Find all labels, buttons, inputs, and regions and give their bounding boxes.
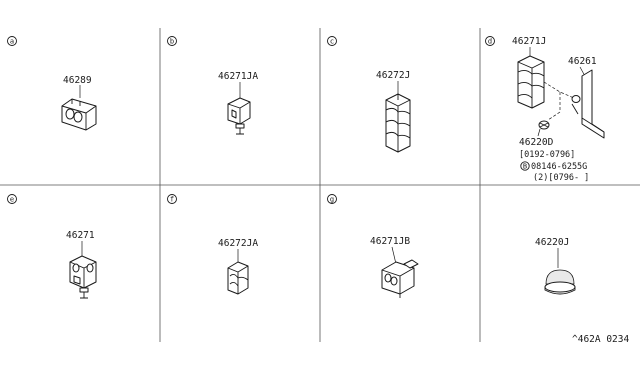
part-label-46271JB: 46271JB <box>370 236 410 247</box>
panel-d: d 46271J 46261 46220D [0192-0796] B 0814 <box>485 36 605 183</box>
part-label-46220D: 46220D <box>519 137 554 148</box>
panel-e-letter: e <box>10 196 14 204</box>
clip-46271JA-illustration <box>227 97 251 135</box>
panel-f-letter: f <box>170 196 174 204</box>
panel-a: a 46289 <box>7 36 97 131</box>
panel-d-letter: d <box>488 38 492 46</box>
qty-date-note: (2)[0796- ] <box>533 173 589 183</box>
panel-e-letter-circle <box>7 194 17 204</box>
panel-g: g 46271JB <box>327 194 419 298</box>
panel-b-letter-circle <box>167 36 177 46</box>
diagram-code: ^462A 0234 <box>572 334 629 345</box>
part-label-46271J: 46271J <box>512 36 546 47</box>
panel-d-letter-circle <box>485 36 495 46</box>
bolt-letter: B <box>523 163 527 171</box>
clip-46289-illustration <box>61 98 97 131</box>
panel-h: 46220J <box>535 237 576 295</box>
panel-e: e 46271 <box>7 194 97 299</box>
panel-a-letter: a <box>10 38 14 46</box>
panel-g-letter: g <box>330 196 334 204</box>
part-label-46289: 46289 <box>63 75 92 86</box>
clip-46271J-illustration <box>517 55 545 109</box>
part-label-46271: 46271 <box>66 230 95 241</box>
date-range-note: [0192-0796] <box>519 150 575 160</box>
panel-c: c 46272J <box>327 36 411 153</box>
panel-g-letter-circle <box>327 194 337 204</box>
leader-line <box>391 246 397 265</box>
part-label-46220J: 46220J <box>535 237 569 248</box>
panel-c-letter-circle <box>327 36 337 46</box>
clip-46271JB-illustration <box>381 259 419 298</box>
panel-b: b 46271JA <box>167 36 258 135</box>
clip-46272JA-illustration <box>227 261 249 295</box>
grommet-46220J-illustration <box>544 269 576 295</box>
panel-c-letter: c <box>330 38 334 46</box>
bolt-letter-circle <box>520 161 530 171</box>
part-label-46271JA: 46271JA <box>218 71 258 82</box>
clip-46271-illustration <box>69 255 97 299</box>
part-label-46272J: 46272J <box>376 70 410 81</box>
panel-a-letter-circle <box>7 36 17 46</box>
part-label-46272JA: 46272JA <box>218 238 258 249</box>
bracket-46261-illustration <box>543 69 605 139</box>
panel-f-letter-circle <box>167 194 177 204</box>
bolt-46220D-illustration <box>537 120 550 137</box>
part-label-46261: 46261 <box>568 56 597 67</box>
clip-46272J-illustration <box>385 93 411 153</box>
panel-b-letter: b <box>170 38 174 46</box>
panel-f: f 46272JA <box>167 194 258 295</box>
bolt-part-number: 08146-6255G <box>531 162 587 172</box>
